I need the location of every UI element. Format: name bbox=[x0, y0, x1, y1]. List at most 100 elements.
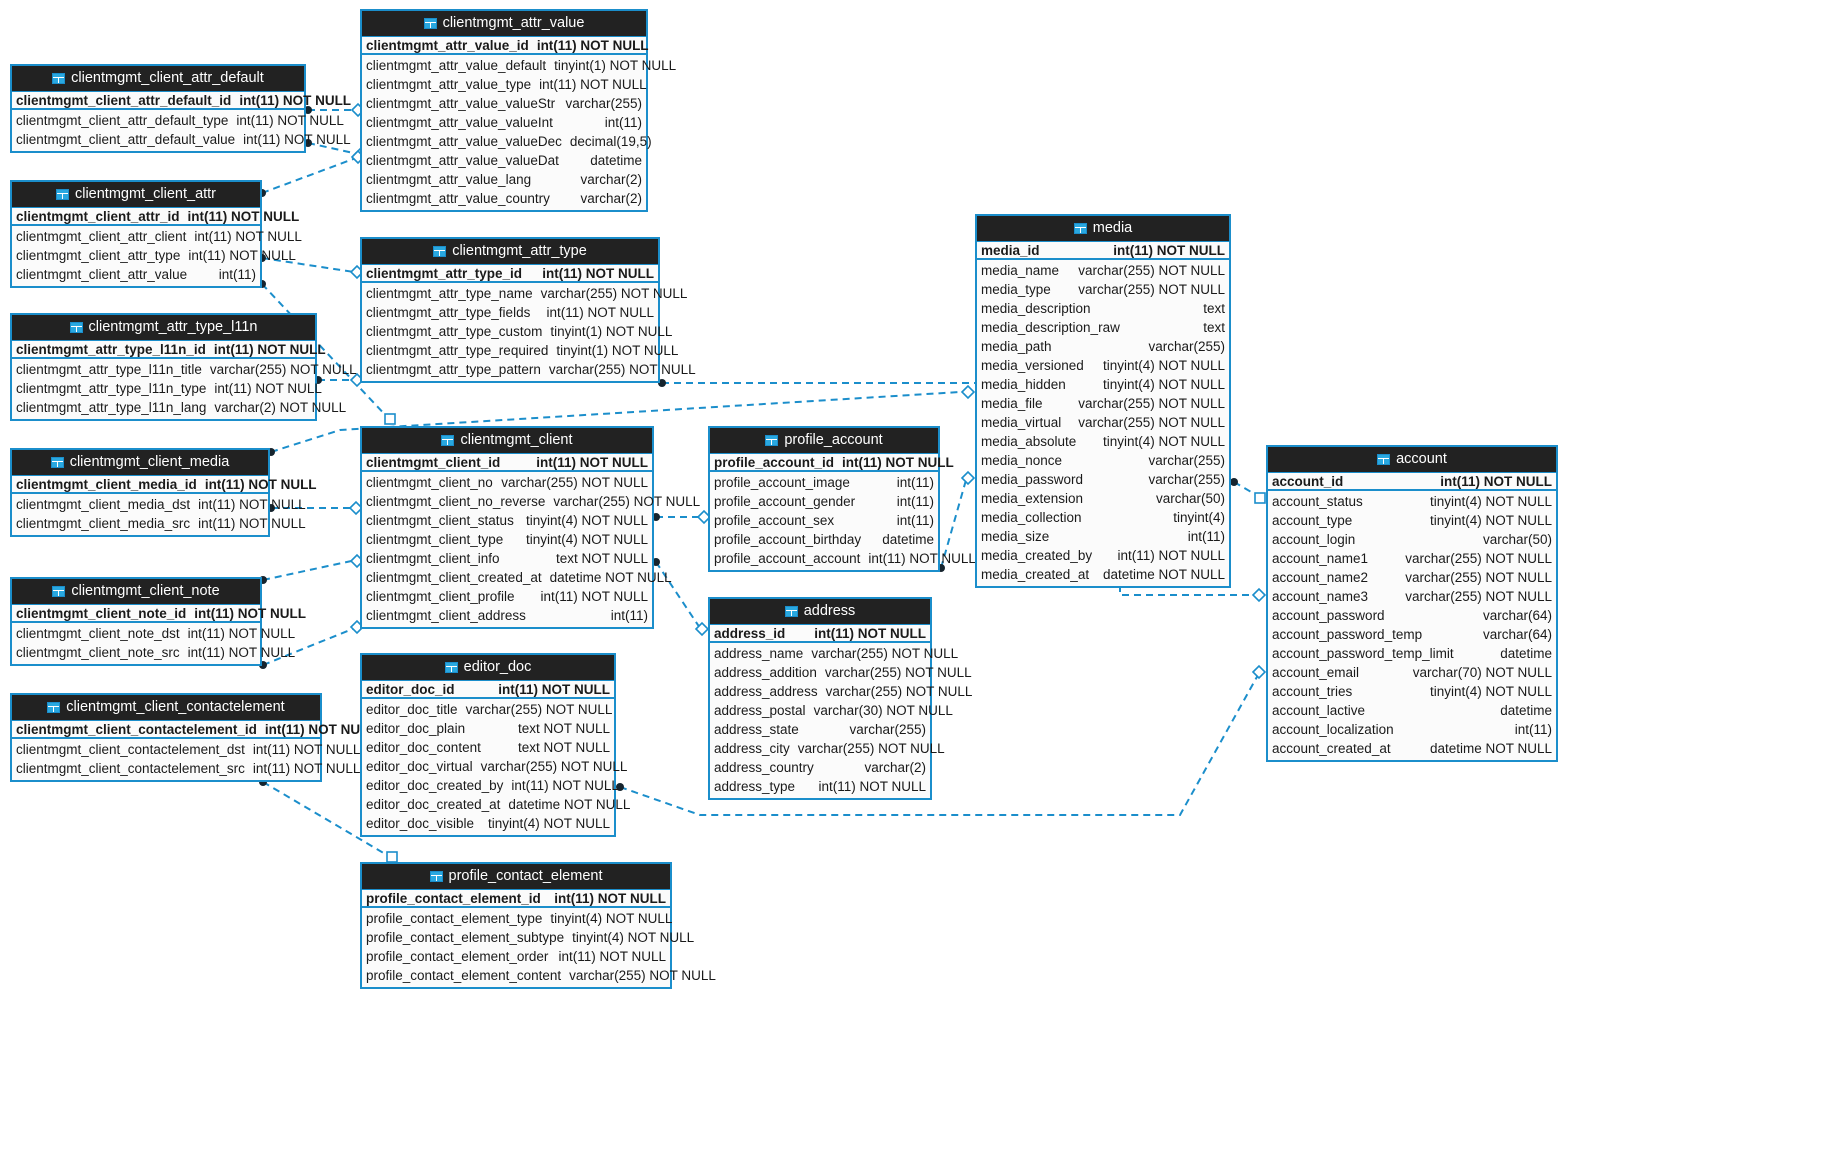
column-name: media_absolute bbox=[981, 434, 1077, 449]
column-name: media_type bbox=[981, 282, 1051, 297]
column-type: varchar(255) NOT NULL bbox=[1405, 589, 1552, 604]
column-name: clientmgmt_client_address bbox=[366, 608, 526, 623]
column-type: varchar(255) NOT NULL bbox=[465, 702, 613, 717]
entity-title: clientmgmt_attr_value bbox=[442, 15, 585, 31]
column-name: profile_contact_element_content bbox=[366, 968, 562, 983]
entity-title: address bbox=[803, 603, 856, 619]
entity-table-clientmgmt_attr_type[interactable]: clientmgmt_attr_type clientmgmt_attr_type… bbox=[360, 237, 696, 383]
column-type: text NOT NULL bbox=[555, 551, 648, 566]
column-name: account_tries bbox=[1272, 684, 1353, 699]
entity-table-clientmgmt_attr_value[interactable]: clientmgmt_attr_value clientmgmt_attr_val… bbox=[360, 9, 676, 212]
entity-header: clientmgmt_client_attr bbox=[12, 182, 260, 207]
column-name: clientmgmt_client_attr_value bbox=[16, 267, 188, 282]
column-type: datetime bbox=[1500, 703, 1552, 718]
column-name: account_password_temp_limit bbox=[1272, 646, 1454, 661]
table-icon bbox=[423, 18, 437, 29]
column-name: clientmgmt_client_profile bbox=[366, 589, 515, 604]
column-type: text bbox=[1203, 301, 1225, 316]
column-type: tinyint(4) NOT NULL bbox=[487, 816, 610, 831]
entity-table-clientmgmt_client_note[interactable]: clientmgmt_client_note clientmgmt_client_… bbox=[10, 577, 306, 666]
entity-header: profile_account bbox=[710, 428, 938, 453]
relationship-line bbox=[262, 559, 357, 581]
column-type: varchar(255) bbox=[1148, 453, 1225, 468]
column-type: varchar(2) bbox=[864, 760, 926, 775]
column-type: int(11) NOT NULL bbox=[842, 454, 954, 470]
column-type: tinyint(4) NOT NULL bbox=[1102, 358, 1225, 373]
column-name: address_id bbox=[714, 625, 786, 641]
column-name: profile_account_sex bbox=[714, 513, 835, 528]
entity-header: clientmgmt_client_contactelement bbox=[12, 695, 320, 720]
column-name: clientmgmt_client_status bbox=[366, 513, 514, 528]
column-type: int(11) NOT NULL bbox=[558, 949, 666, 964]
column-name: clientmgmt_attr_type_l11n_type bbox=[16, 381, 207, 396]
column-type: int(11) NOT NULL bbox=[546, 305, 654, 320]
column-name: clientmgmt_client_media_src bbox=[16, 516, 191, 531]
entity-header: clientmgmt_client_note bbox=[12, 579, 260, 604]
table-icon bbox=[69, 322, 83, 333]
table-icon bbox=[52, 73, 66, 84]
column-name: clientmgmt_client_attr_id bbox=[16, 208, 180, 224]
column-type: text NOT NULL bbox=[517, 721, 610, 736]
entity-header: clientmgmt_attr_type_l11n bbox=[12, 315, 315, 340]
column-name: editor_doc_content bbox=[366, 740, 481, 755]
entity-title: clientmgmt_attr_type bbox=[452, 243, 587, 259]
column-name: clientmgmt_attr_value_valueDat bbox=[366, 153, 559, 168]
column-name: media_nonce bbox=[981, 453, 1063, 468]
column-name: editor_doc_created_at bbox=[366, 797, 501, 812]
column-name: editor_doc_id bbox=[366, 681, 455, 697]
column-name: media_created_at bbox=[981, 567, 1090, 582]
column-name: clientmgmt_attr_type_fields bbox=[366, 305, 531, 320]
column-type: datetime NOT NULL bbox=[1102, 567, 1225, 582]
column-name: address_city bbox=[714, 741, 790, 756]
column-type: int(11) bbox=[896, 494, 934, 509]
column-name: clientmgmt_client_attr_default_value bbox=[16, 132, 236, 147]
column-type: int(11) NOT NULL bbox=[539, 77, 647, 92]
column-name: clientmgmt_attr_value_country bbox=[366, 191, 550, 206]
